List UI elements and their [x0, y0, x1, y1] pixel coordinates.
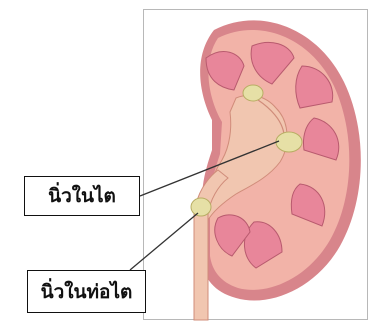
stone-renal-pelvis: [276, 132, 302, 152]
leader-line-ureter-stone: [130, 213, 198, 270]
stone-upper-calyx: [243, 85, 263, 101]
label-ureter-stone: นิ่วในท่อไต: [27, 270, 146, 313]
label-kidney-stone: นิ่วในไต: [24, 176, 140, 216]
stone-ureter: [191, 198, 211, 216]
label-kidney-stone-text: นิ่วในไต: [48, 181, 116, 211]
label-ureter-stone-text: นิ่วในท่อไต: [41, 277, 133, 307]
